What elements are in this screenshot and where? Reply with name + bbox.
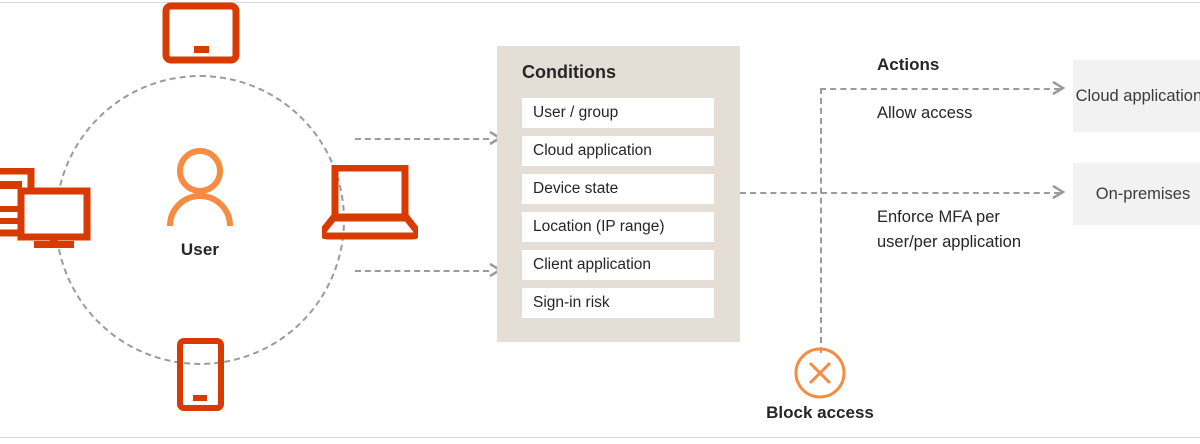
mobile-phone-icon [176, 338, 226, 412]
block-access-label: Block access [766, 403, 874, 422]
target-on-premises[interactable]: On-premises [1073, 163, 1200, 225]
connector-user-to-conditions-top [355, 138, 489, 140]
top-divider [0, 2, 1200, 3]
bottom-divider [0, 437, 1200, 438]
conditions-title: Conditions [522, 62, 616, 82]
laptop-icon [319, 164, 421, 243]
connector-vertical-branch [820, 88, 822, 353]
condition-item-location-ip-range[interactable]: Location (IP range) [522, 212, 714, 242]
user-label: User [180, 240, 220, 259]
tablet-icon [162, 2, 240, 64]
connector-conditions-to-onpremises [740, 192, 1060, 194]
arrow-head-onpremises [1050, 183, 1066, 201]
condition-item-sign-in-risk[interactable]: Sign-in risk [522, 288, 714, 318]
connector-user-to-conditions-bottom [355, 270, 489, 272]
desktop-workstation-icon [0, 167, 92, 252]
arrow-head-cloud-applications [1050, 79, 1066, 97]
conditions-list: User / group Cloud application Device st… [522, 98, 714, 326]
block-access-icon [793, 346, 847, 400]
enforce-mfa-label: Enforce MFA per user/per application [877, 208, 1022, 251]
condition-item-device-state[interactable]: Device state [522, 174, 714, 204]
condition-item-user-group[interactable]: User / group [522, 98, 714, 128]
connector-allow-to-cloud-applications [820, 88, 1060, 90]
target-cloud-applications[interactable]: Cloud applications [1073, 60, 1200, 132]
allow-access-label: Allow access [877, 104, 973, 122]
user-avatar-icon [166, 146, 234, 228]
actions-title: Actions [877, 55, 940, 74]
conditions-panel: Conditions User / group Cloud applicatio… [497, 46, 740, 342]
condition-item-cloud-application[interactable]: Cloud application [522, 136, 714, 166]
condition-item-client-application[interactable]: Client application [522, 250, 714, 280]
